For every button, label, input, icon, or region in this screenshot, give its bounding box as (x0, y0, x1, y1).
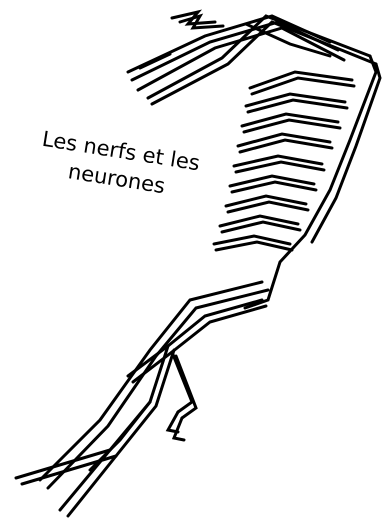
chevron-fiber (250, 72, 352, 88)
chevron-fiber (226, 196, 306, 206)
nerve-branch (22, 456, 116, 484)
top-fiber-cluster (128, 12, 376, 104)
chevron-fiber (230, 176, 314, 186)
nerve-branch (174, 418, 184, 440)
nerve-branch (172, 352, 192, 412)
nerve-branch (40, 282, 262, 480)
nerve-branch (60, 346, 168, 510)
nerve-fiber (140, 54, 170, 68)
lower-branches (16, 282, 268, 516)
chevron-fiber (234, 156, 322, 166)
